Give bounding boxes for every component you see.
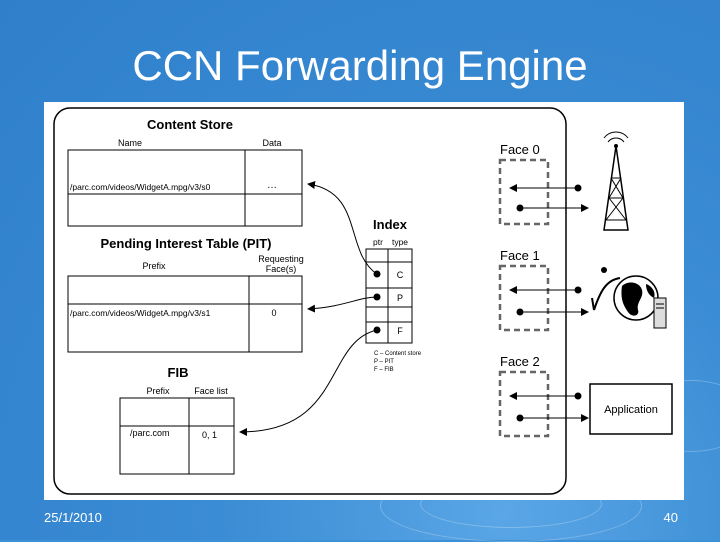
computer-tower-icon: [653, 297, 667, 329]
pointer-to-pit: [307, 296, 378, 313]
content-store-col-data: Data: [262, 138, 281, 148]
diagram-panel: Content Store Name Data /parc.com/videos…: [44, 102, 684, 500]
index-legend-f: F – FIB: [374, 367, 394, 373]
pointer-to-content-store: [307, 181, 378, 275]
fib-table: [119, 397, 235, 475]
pit-col-faces-1: Requesting: [258, 254, 304, 264]
content-store-row-name: /parc.com/videos/WidgetA.mpg/v3/s0: [70, 182, 211, 192]
content-store-col-name: Name: [118, 138, 142, 148]
pit-col-faces-2: Face(s): [266, 264, 297, 274]
pit-title: Pending Interest Table (PIT): [101, 236, 272, 251]
fib-row-faces: 0, 1: [202, 430, 217, 440]
slide-date: 25/1/2010: [44, 510, 102, 525]
fib-title: FIB: [168, 365, 189, 380]
antenna-tower-icon: [603, 131, 629, 231]
application-box: [589, 383, 673, 435]
index-legend-p: P – PIT: [374, 359, 394, 365]
face-2-box: [498, 370, 550, 438]
fib-col-faces: Face list: [194, 386, 228, 396]
slide-page-number: 40: [663, 510, 678, 525]
index-title: Index: [373, 217, 408, 232]
index-col-ptr: ptr: [373, 237, 383, 247]
face-0-label: Face 0: [500, 142, 540, 157]
index-col-type: type: [392, 237, 408, 247]
face-1-box: [498, 264, 550, 332]
fib-col-prefix: Prefix: [146, 386, 170, 396]
application-label: Application: [604, 404, 658, 416]
pointer-to-fib: [239, 329, 378, 436]
pit-col-prefix: Prefix: [142, 261, 166, 271]
content-store-table: [67, 149, 303, 227]
content-store-row-data: …: [267, 180, 277, 191]
face-1-label: Face 1: [500, 248, 540, 263]
index-type-p: P: [397, 293, 403, 303]
fib-row-prefix: /parc.com: [130, 428, 170, 438]
index-table: [365, 248, 413, 344]
pit-row-faces: 0: [271, 308, 276, 318]
pit-row-prefix: /parc.com/videos/WidgetA.mpg/v3/s1: [70, 308, 211, 318]
forwarding-engine-diagram: Content Store Name Data /parc.com/videos…: [53, 107, 673, 495]
face-2-label: Face 2: [500, 354, 540, 369]
index-type-c: C: [397, 270, 404, 280]
index-legend-c: C – Content store: [374, 351, 422, 357]
content-store-title: Content Store: [147, 117, 233, 132]
index-type-f: F: [397, 326, 403, 336]
engine-boundary: [53, 107, 567, 495]
pit-table: [67, 275, 303, 353]
face-0-box: [498, 158, 550, 226]
slide-title: CCN Forwarding Engine: [132, 42, 588, 89]
